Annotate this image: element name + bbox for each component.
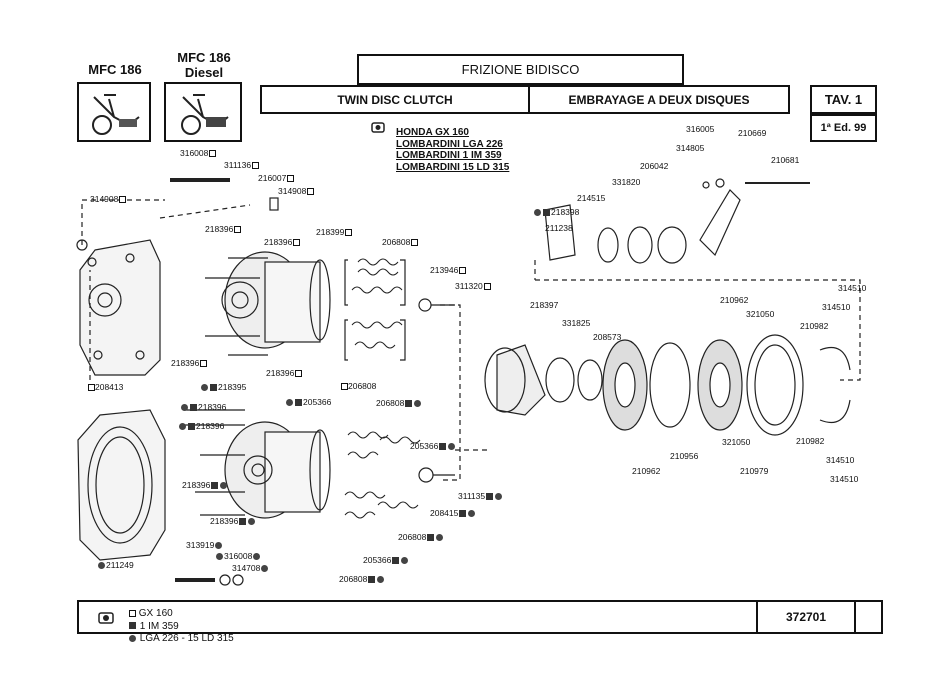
part-label: 210962 xyxy=(632,466,661,476)
part-label: 311320 xyxy=(455,281,491,291)
part-label: 210979 xyxy=(740,466,769,476)
part-label: 206808 xyxy=(398,532,444,542)
part-label: 210982 xyxy=(796,436,825,446)
part-label: 314510 xyxy=(838,283,867,293)
model-2-image-box xyxy=(164,82,242,142)
part-label: 314805 xyxy=(676,143,705,153)
part-label: 206808 xyxy=(382,237,419,247)
part-label: 314708 xyxy=(232,563,269,573)
part-label: 314908 xyxy=(278,186,315,196)
part-label: 311136 xyxy=(224,160,260,170)
part-label: 216007 xyxy=(258,173,295,183)
engine-1: HONDA GX 160 xyxy=(396,127,469,138)
table-number: TAV. 1 xyxy=(810,85,877,114)
title-french: EMBRAYAGE A DEUX DISQUES xyxy=(528,85,790,114)
motocultivator-diesel-icon xyxy=(181,94,229,135)
part-label: 205366 xyxy=(363,555,409,565)
edition: 1ª Ed. 99 xyxy=(810,114,877,142)
part-label: 206808 xyxy=(340,381,376,391)
part-label: 218395 xyxy=(200,382,246,392)
part-label: 314510 xyxy=(826,455,855,465)
part-label: 321050 xyxy=(746,309,775,319)
open-square-icon xyxy=(129,609,136,617)
title-english: TWIN DISC CLUTCH xyxy=(260,85,530,114)
part-label: 206808 xyxy=(376,398,422,408)
part-label: 210681 xyxy=(771,155,800,165)
legend-lga: LGA 226 - 15 LD 315 xyxy=(128,633,234,646)
part-label: 205366 xyxy=(410,441,456,451)
part-label: 214515 xyxy=(577,193,606,203)
part-label: 313919 xyxy=(186,540,223,550)
model-2-line2: Diesel xyxy=(184,65,224,80)
part-label: 314510 xyxy=(830,474,859,484)
engine-4: LOMBARDINI 15 LD 315 xyxy=(396,161,510,173)
engine-icon xyxy=(371,122,385,133)
engine-legend: GX 160 1 IM 359 LGA 226 - 15 LD 315 xyxy=(128,608,234,646)
part-label: 314908 xyxy=(90,194,127,204)
filled-square-icon xyxy=(129,622,136,630)
part-label: 218396 xyxy=(205,224,242,234)
part-label: 218396 xyxy=(266,368,303,378)
part-label: 218396 xyxy=(264,237,301,247)
model-1-title: MFC 186 xyxy=(88,62,142,77)
part-label: 331820 xyxy=(612,177,641,187)
legend-gx: GX 160 xyxy=(128,608,234,621)
part-label: 331825 xyxy=(562,318,591,328)
drawing-code: 372701 xyxy=(756,602,856,632)
motocultivator-icon xyxy=(92,94,140,135)
engine-2: LOMBARDINI LGA 226 xyxy=(396,138,503,150)
title-italian: FRIZIONE BIDISCO xyxy=(357,54,684,85)
part-label: 211249 xyxy=(97,560,134,570)
part-label: 213946 xyxy=(430,265,467,275)
part-label: 311135 xyxy=(458,491,503,501)
part-label: 218397 xyxy=(530,300,559,310)
part-label: 316008 xyxy=(180,148,217,158)
part-label: 208573 xyxy=(593,332,622,342)
part-label: 321050 xyxy=(722,437,751,447)
part-label: 210669 xyxy=(738,128,767,138)
part-label: 208413 xyxy=(87,382,123,392)
model-2-title: MFC 186 Diesel xyxy=(164,50,244,80)
footer-frame xyxy=(77,600,883,634)
part-label: 316005 xyxy=(686,124,715,134)
part-label: 218398 xyxy=(533,207,579,217)
part-label: 218396 xyxy=(210,516,256,526)
engine-3: LOMBARDINI 1 IM 359 xyxy=(396,150,502,161)
part-label: 211238 xyxy=(545,223,573,233)
part-label: 316008 xyxy=(215,551,261,561)
part-label: 206042 xyxy=(640,161,669,171)
engine-icon xyxy=(98,612,114,624)
part-label: 314510 xyxy=(822,302,851,312)
part-label: 218399 xyxy=(316,227,353,237)
part-label: 218396 xyxy=(178,421,224,431)
part-label: 205366 xyxy=(285,397,331,407)
part-label: 208415 xyxy=(430,508,476,518)
part-label: 210956 xyxy=(670,451,699,461)
model-2-line1: MFC 186 xyxy=(177,50,231,65)
model-1-image-box xyxy=(77,82,151,142)
filled-circle-icon xyxy=(129,634,136,642)
engine-list: HONDA GX 160 LOMBARDINI LGA 226 LOMBARDI… xyxy=(371,122,510,173)
legend-im: 1 IM 359 xyxy=(128,621,234,634)
part-label: 218396 xyxy=(171,358,208,368)
part-label: 210962 xyxy=(720,295,749,305)
part-label: 218396 xyxy=(180,402,226,412)
part-label: 210982 xyxy=(800,321,829,331)
part-label: 206808 xyxy=(339,574,385,584)
part-label: 218396 xyxy=(182,480,228,490)
